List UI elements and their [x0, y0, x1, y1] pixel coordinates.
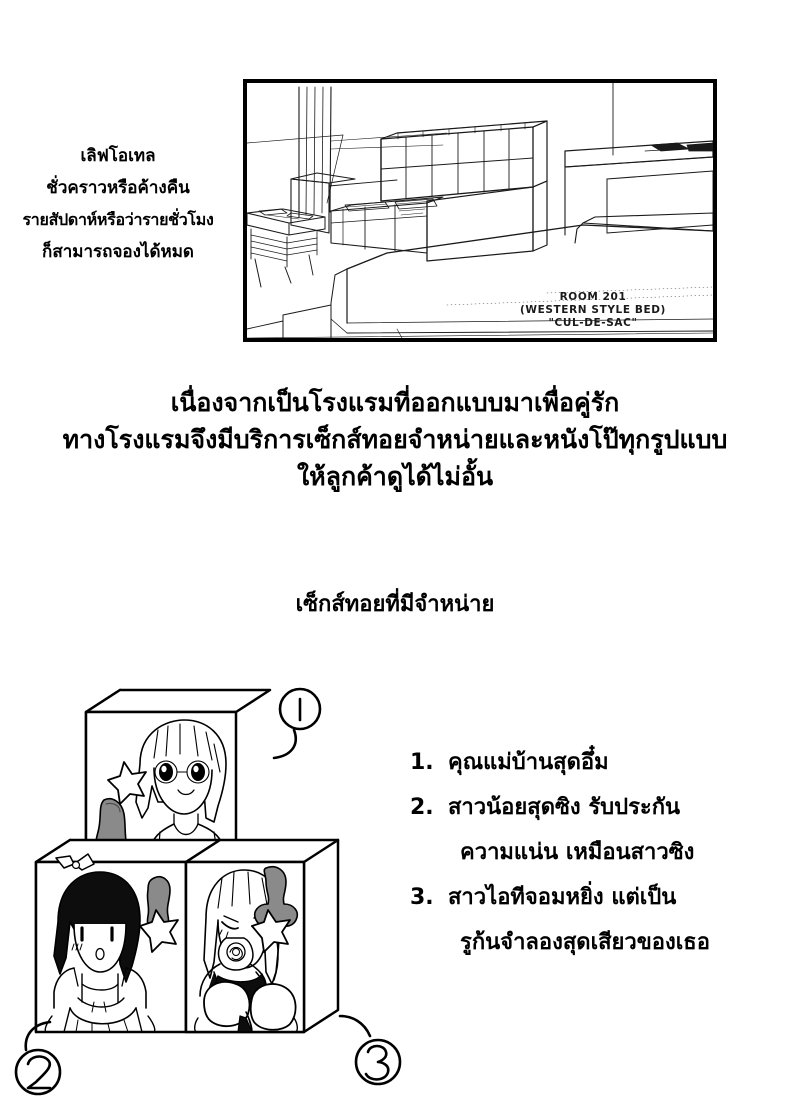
list-item-line: ความแน่น เหมือนสาวซิง [460, 840, 695, 865]
intro-caption-line-2: ชั่วคราวหรือค้างคืน [46, 178, 190, 198]
stacked-product-boxes-illustration [8, 672, 408, 1112]
room-caption-line-3: "CUL-DE-SAC" [548, 317, 638, 329]
list-item-number: 3. [410, 885, 434, 910]
list-item-line: สาวไอทีจอมหยิ่ง แต่เป็น [448, 885, 677, 910]
body-paragraph-line-2: ทางโรงแรมจึงมีบริการเซ็กส์ทอยจำหน่ายและห… [62, 425, 728, 454]
list-item-number: 2. [410, 795, 434, 820]
room-caption-line-1: ROOM 201 [559, 291, 627, 303]
list-item-line: รูก้นจำลองสุดเสียวของเธอ [460, 930, 710, 955]
list-item-text: คุณแม่บ้านสุดอึ๋ม [448, 740, 785, 785]
product-list: 1. คุณแม่บ้านสุดอึ๋ม 2. สาวน้อยสุดซิง รั… [410, 740, 785, 965]
intro-caption-line-1: เลิฟโอเทล [80, 146, 156, 166]
list-item-text: สาวน้อยสุดซิง รับประกัน ความแน่น เหมือนส… [448, 785, 785, 875]
intro-caption-line-3: รายสัปดาห์หรือว่ารายชั่วโมง [22, 210, 214, 229]
hotel-room-line-art [247, 83, 713, 338]
room-illustration-panel: ROOM 201 (WESTERN STYLE BED) "CUL-DE-SAC… [243, 79, 717, 342]
top-section: เลิฟโอเทล ชั่วคราวหรือค้างคืน รายสัปดาห์… [0, 0, 790, 360]
body-paragraph-line-3: ให้ลูกค้าดูได้ไม่อั้น [296, 462, 494, 491]
list-item: 1. คุณแม่บ้านสุดอึ๋ม [410, 740, 785, 785]
list-item-number: 1. [410, 750, 434, 775]
product-boxes-figure [8, 672, 408, 1112]
list-item: 3. สาวไอทีจอมหยิ่ง แต่เป็น รูก้นจำลองสุด… [410, 875, 785, 965]
list-item-text: สาวไอทีจอมหยิ่ง แต่เป็น รูก้นจำลองสุดเสี… [448, 875, 785, 965]
body-paragraph-line-1: เนื่องจากเป็นโรงแรมที่ออกแบบมาเพื่อคู่รั… [170, 388, 620, 417]
intro-caption: เลิฟโอเทล ชั่วคราวหรือค้างคืน รายสัปดาห์… [0, 140, 236, 268]
body-paragraph: เนื่องจากเป็นโรงแรมที่ออกแบบมาเพื่อคู่รั… [0, 384, 790, 495]
room-caption-line-2: (WESTERN STYLE BED) [520, 304, 666, 316]
list-item: 2. สาวน้อยสุดซิง รับประกัน ความแน่น เหมื… [410, 785, 785, 875]
list-item-line: คุณแม่บ้านสุดอึ๋ม [448, 750, 609, 775]
intro-caption-line-4: ก็สามารถจองได้หมด [42, 242, 194, 262]
list-item-line: สาวน้อยสุดซิง รับประกัน [448, 795, 681, 820]
room-panel-caption: ROOM 201 (WESTERN STYLE BED) "CUL-DE-SAC… [493, 291, 693, 330]
section-heading: เซ็กส์ทอยที่มีจำหน่าย [295, 592, 495, 617]
